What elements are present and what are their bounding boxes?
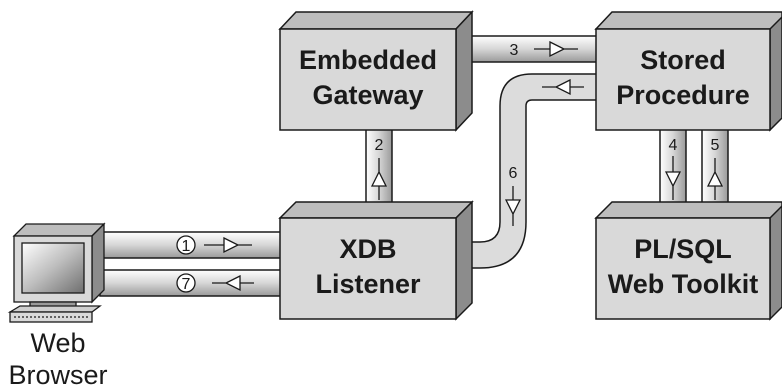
- flow-markers: [176, 40, 724, 293]
- gateway-label-line2: Gateway: [312, 80, 423, 110]
- xdb-listener-box: XDB Listener: [278, 200, 474, 321]
- stored-label-line1: Stored: [640, 45, 726, 75]
- step-3-label: 3: [510, 42, 519, 59]
- step-1-marker: [176, 235, 196, 255]
- gateway-label-line1: Embedded: [299, 45, 437, 75]
- step-2-label: 2: [375, 137, 384, 154]
- plsql-toolkit-box: PL/SQL Web Toolkit: [594, 201, 782, 321]
- browser-label-line1: Web: [30, 328, 85, 358]
- step-3-arrow: [534, 40, 578, 58]
- plsql-label-line1: PL/SQL: [634, 234, 732, 264]
- plsql-label-line2: Web Toolkit: [608, 269, 759, 299]
- keyboard-icon: [7, 305, 102, 313]
- step-7-arrow: [212, 274, 254, 292]
- step-7-marker: [176, 273, 196, 293]
- step-6-label: 6: [509, 165, 518, 182]
- stored-label-line2: Procedure: [616, 80, 750, 110]
- step-4-label: 4: [669, 137, 678, 154]
- step-7-label: 7: [182, 276, 191, 293]
- computer-icon: [7, 222, 106, 323]
- step-4-arrow: [664, 156, 682, 200]
- xdb-label-line2: Listener: [315, 269, 421, 299]
- monitor-screen: [21, 242, 85, 294]
- step-2-arrow: [370, 158, 388, 200]
- embedded-gateway-box: Embedded Gateway: [278, 10, 474, 132]
- step-5-label: 5: [711, 137, 720, 154]
- step-5-arrow: [706, 158, 724, 200]
- step-6-arrow: [504, 186, 522, 226]
- step-1-label: 1: [182, 238, 191, 255]
- pipe-6: [455, 73, 601, 269]
- step-1-arrow: [204, 236, 252, 254]
- xdb-label-line1: XDB: [339, 234, 396, 264]
- step-6-top-arrow: [542, 78, 584, 96]
- stored-procedure-box: Stored Procedure: [594, 11, 782, 132]
- pipe-3: [457, 35, 601, 63]
- browser-label-line2: Browser: [8, 360, 107, 390]
